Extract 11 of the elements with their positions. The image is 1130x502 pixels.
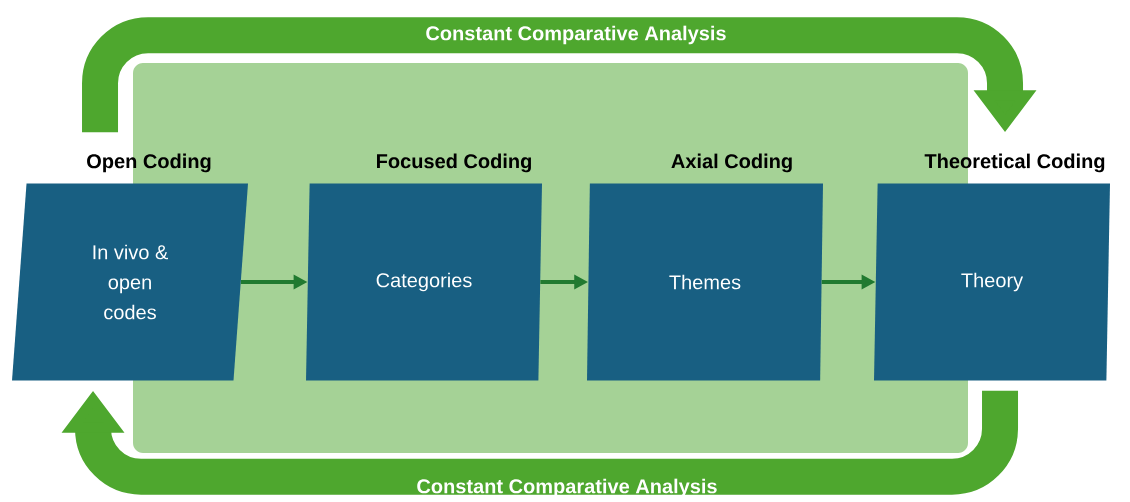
parallelogram-box: Themes <box>587 183 823 381</box>
edge-label: Constant Comparative Analysis <box>426 25 726 45</box>
arrow <box>61 390 1018 495</box>
edge-label: Constant Comparative Analysis <box>417 478 717 498</box>
parallelogram-box: Categories <box>306 183 542 381</box>
parallelogram-box: In vivo & open codes <box>12 183 248 381</box>
stage-heading: Focused Coding <box>377 153 531 173</box>
stage-heading: Axial Coding <box>671 153 792 173</box>
stage-heading: Open Coding <box>87 153 211 173</box>
parallelogram-box: Theory <box>874 183 1110 381</box>
stage-heading: Theoretical Coding <box>924 153 1105 173</box>
